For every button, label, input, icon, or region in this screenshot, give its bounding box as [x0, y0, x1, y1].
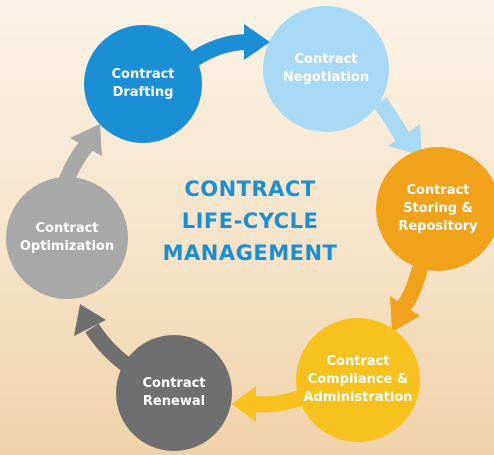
stage-label-line: Optimization — [19, 239, 115, 254]
stage-label-line: Compliance & — [307, 372, 409, 387]
stage-contract-renewal: Contract Renewal — [116, 335, 232, 451]
arrowhead-compliance-to-renewal — [232, 386, 256, 422]
title-line-3: MANAGEMENT — [162, 241, 338, 265]
stage-label-line: Contract — [142, 376, 206, 391]
stage-contract-drafting: Contract Drafting — [84, 25, 202, 143]
arrow-storing-to-compliance — [397, 265, 428, 311]
arrowhead-storing-to-compliance — [390, 296, 420, 332]
arrow-negotiation-to-storing — [373, 97, 412, 144]
stage-contract-compliance-administration: Contract Compliance & Administration — [296, 318, 420, 442]
stage-contract-negotiation: Contract Negotiation — [263, 6, 389, 132]
stage-contract-storing-repository: Contract Storing & Repository — [376, 147, 494, 271]
arrow-renewal-to-optimization — [85, 323, 133, 373]
stage-label-line: Storing & — [403, 201, 473, 216]
stage-label-line: Contract — [111, 67, 175, 82]
arrowhead-negotiation-to-storing — [388, 124, 422, 156]
stage-contract-optimization: Contract Optimization — [6, 177, 128, 299]
title-line-2: LIFE-CYCLE — [181, 209, 319, 233]
arrowhead-optimization-to-drafting — [70, 124, 102, 156]
title-line-1: CONTRACT — [184, 177, 316, 201]
stage-label-line: Drafting — [112, 85, 174, 100]
arrow-drafting-to-negotiation — [185, 34, 249, 69]
stage-label-line: Contract — [406, 183, 470, 198]
stage-label-line: Contract — [326, 354, 390, 369]
arrowhead-renewal-to-optimization — [74, 304, 106, 336]
stage-label-line: Renewal — [142, 394, 206, 409]
stage-label-line: Administration — [303, 390, 413, 405]
diagram-title: CONTRACT LIFE-CYCLE MANAGEMENT — [150, 173, 350, 269]
stage-label-line: Contract — [294, 52, 358, 67]
stage-label-line: Contract — [35, 221, 99, 236]
stage-label-line: Repository — [398, 219, 478, 234]
arrow-compliance-to-renewal — [253, 390, 303, 413]
stage-label-line: Negotiation — [282, 70, 370, 85]
arrowhead-drafting-to-negotiation — [244, 24, 270, 60]
